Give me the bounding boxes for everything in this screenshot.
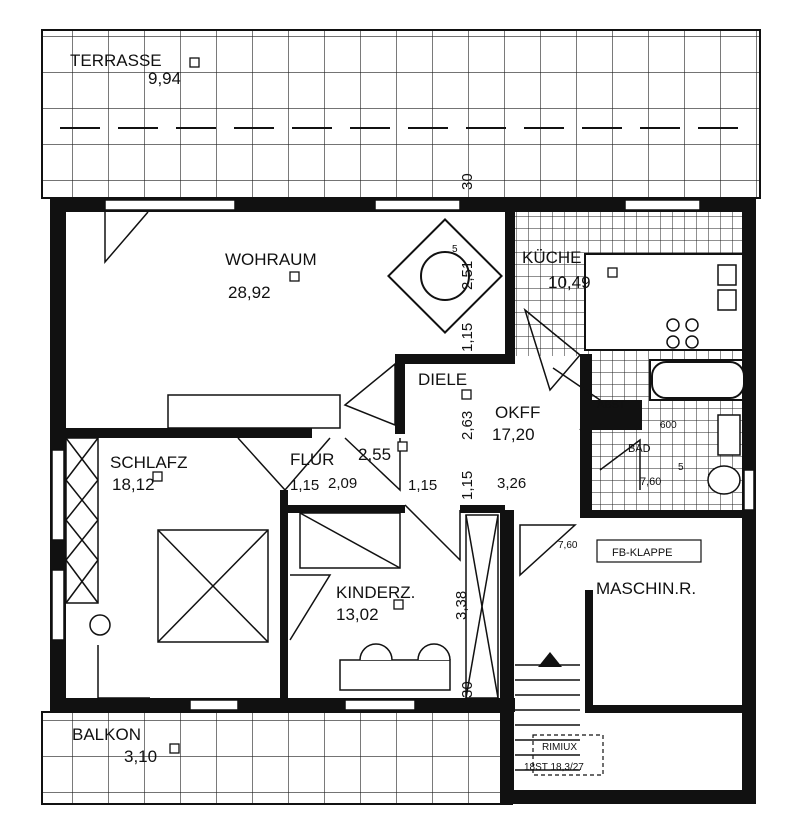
dim-5-wohn: 5: [452, 244, 458, 255]
stair-note-label: 18ST 18,3/27: [524, 762, 584, 773]
wohnraum-area-label: 28,92: [228, 283, 271, 302]
rimux-box: [532, 734, 604, 776]
radiator: [167, 394, 341, 429]
beds: [157, 512, 401, 643]
rimux-label: RIMIUX: [542, 742, 577, 753]
windows: [51, 199, 755, 711]
dim-251: 2,51: [459, 261, 476, 290]
terrasse-area-label: 9,94: [148, 69, 181, 88]
okff-area-label: 17,20: [492, 425, 535, 444]
balkon-label: BALKON: [72, 725, 141, 744]
kinderz-area-label: 13,02: [336, 605, 379, 624]
dim-338: 3,38: [453, 591, 470, 620]
flur-area-label: 2,55: [358, 445, 391, 464]
abst-label: ABST: [597, 399, 626, 411]
kinderz-label: KINDERZ.: [336, 583, 415, 602]
balkon-area-label: 3,10: [124, 747, 157, 766]
area-markers: [152, 57, 618, 754]
wohnraum-label: WOHRAUM: [225, 250, 317, 269]
kitchen-sink: [717, 264, 737, 311]
fb-klappe-label: FB-KLAPPE: [612, 547, 673, 559]
kueche-label: KÜCHE: [522, 248, 582, 267]
dining-table: [387, 218, 503, 334]
dim-30-top: 30: [459, 173, 476, 190]
dim-115-a: 1,15: [459, 323, 476, 352]
bath-sink: [717, 414, 741, 456]
shaft: [465, 514, 499, 699]
dim-30-bottom: 30: [459, 681, 476, 698]
interior-walls: [62, 210, 745, 713]
kueche-area-label: 10,49: [548, 273, 591, 292]
dim-209: 2,09: [328, 475, 357, 492]
flur-label: FLUR: [290, 450, 334, 469]
bathtub: [651, 361, 745, 399]
toilet: [707, 465, 741, 495]
dim-326: 3,26: [497, 475, 526, 492]
fb-klappe-box: [596, 539, 702, 563]
sink: [89, 614, 111, 636]
okff-label: OKFF: [495, 403, 540, 422]
dim-115-flur-right: 1,15: [408, 477, 437, 494]
terrasse-label: TERRASSE: [70, 51, 162, 70]
terrasse-area: [41, 29, 761, 199]
balkon-area: [41, 711, 513, 805]
dim-600: 600: [660, 420, 677, 431]
bad-area-label: 7,60: [640, 476, 661, 488]
schlafz-label: SCHLAFZ: [110, 453, 187, 472]
bad-label: BAD: [628, 443, 651, 455]
dim-263: 2,63: [459, 411, 476, 440]
dim-760: 7,60: [558, 540, 578, 551]
dim-115-b: 1,15: [459, 471, 476, 500]
diele-label: DIELE: [418, 370, 467, 389]
stove: [666, 318, 699, 349]
dim-5-bad: 5: [678, 462, 684, 473]
stair-arrow-icon: [538, 652, 562, 667]
wardrobe: [65, 437, 99, 604]
door-swings: [97, 211, 641, 699]
desk: [339, 643, 451, 691]
schlafz-area-label: 18,12: [112, 475, 155, 494]
dim-115-flur-left: 1,15: [290, 477, 319, 494]
maschinr-label: MASCHIN.R.: [596, 579, 696, 598]
stairs: [515, 664, 580, 771]
